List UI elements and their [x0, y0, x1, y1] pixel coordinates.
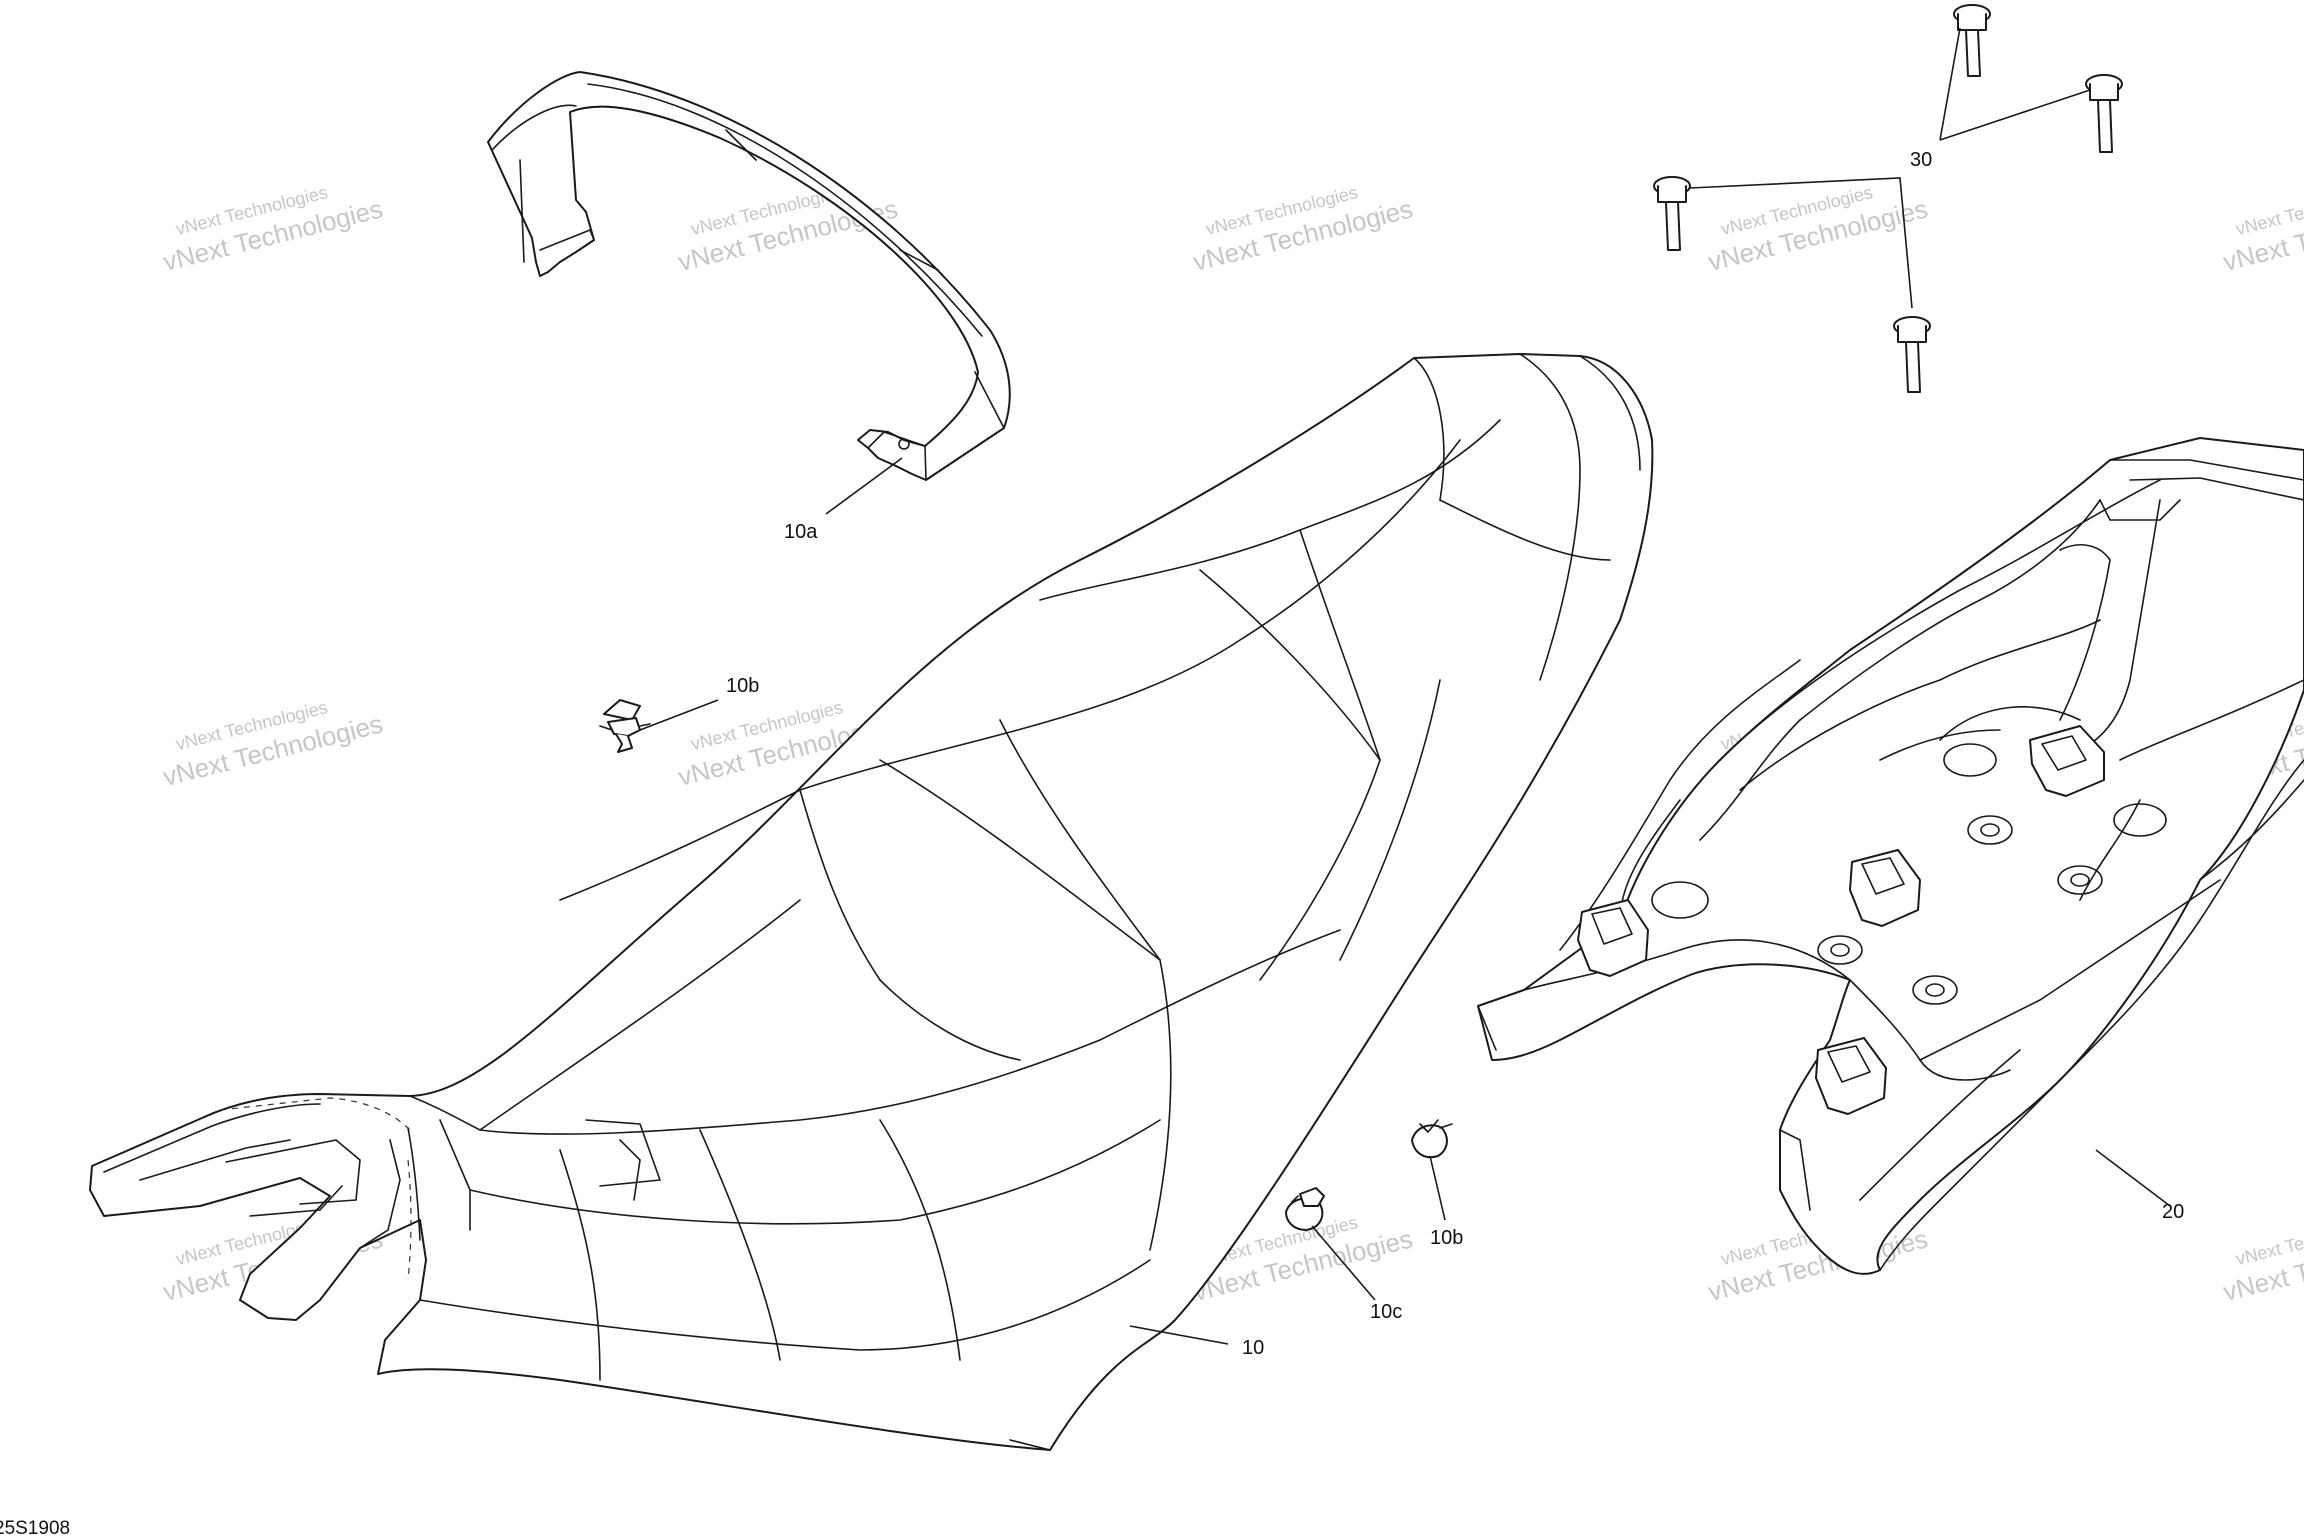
clip-part-10b-lower	[1411, 1119, 1453, 1159]
leader-10c	[1311, 1225, 1376, 1301]
leader-10a	[825, 457, 903, 515]
bolt-part-30-d	[1893, 316, 1931, 393]
bolt-part-30-a	[1953, 4, 1991, 77]
drawing-code: 25S1908	[0, 1518, 70, 1536]
watermark-r1c1: vNext Technologies vNext Technologies	[160, 182, 386, 277]
callout-10a: 10a	[784, 521, 818, 543]
leader-30-b	[1939, 89, 2091, 141]
leader-10b-lower	[1429, 1155, 1446, 1221]
callout-10c: 10c	[1370, 1301, 1402, 1323]
frame-clip-center	[1849, 849, 1921, 927]
callout-30: 30	[1910, 149, 1932, 171]
frame-clip-left	[1577, 899, 1649, 977]
leader-10b-upper	[639, 699, 719, 731]
frame-clip-right	[2029, 725, 2105, 797]
leader-30-a	[1939, 27, 1961, 141]
watermark-r3c5: vNext Technologies vNext Technologies	[2220, 1212, 2304, 1307]
watermark-r1c5: vNext Technologies vNext Technologies	[2220, 182, 2304, 277]
frame-clip-lower	[1815, 1037, 1887, 1115]
callout-10b-lower: 10b	[1430, 1227, 1463, 1249]
callout-10: 10	[1242, 1337, 1264, 1359]
bolt-part-30-b	[2085, 74, 2123, 153]
leader-30-c	[1689, 177, 1913, 309]
seat-base-part-20	[1477, 437, 2304, 1275]
callout-10b-upper: 10b	[726, 675, 759, 697]
callout-20: 20	[2162, 1201, 2184, 1223]
watermark-r1c3: vNext Technologies vNext Technologies	[1190, 182, 1416, 277]
leader-20	[2095, 1149, 2171, 1207]
clip-part-10b-upper	[599, 699, 651, 753]
leader-lines	[639, 27, 2171, 1345]
callouts: 10a 10b 10b 10c 10 20 30	[726, 149, 2184, 1359]
clip-part-10c	[1285, 1187, 1325, 1231]
passenger-strap-part-10a	[487, 71, 1011, 481]
leader-10	[1129, 1325, 1229, 1345]
watermark-r2c1: vNext Technologies vNext Technologies	[160, 697, 386, 792]
seat-part-10	[89, 353, 1654, 1451]
bolt-part-30-c	[1653, 176, 1691, 251]
